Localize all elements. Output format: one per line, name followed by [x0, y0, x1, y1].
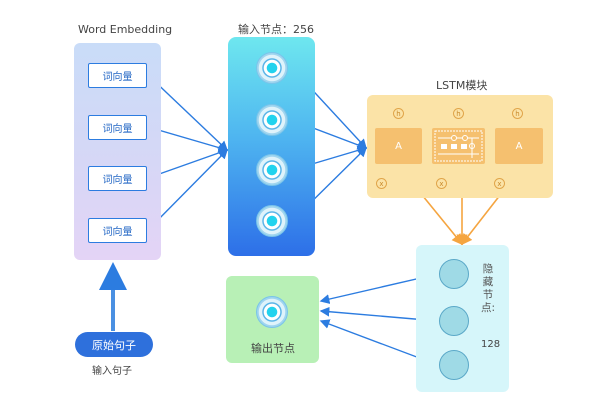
lstm-title: LSTM模块	[436, 79, 488, 92]
arrow-vector-4-to-input	[147, 149, 228, 231]
word-vector-2: 词向量	[88, 115, 147, 140]
hidden-node-2	[439, 306, 469, 336]
input-nodes-title: 输入节点：256	[238, 23, 314, 36]
arrow-lstm-to-hidden-3	[461, 189, 505, 246]
input-node-2	[256, 104, 288, 136]
word-vector-4: 词向量	[88, 218, 147, 243]
word-vector-1: 词向量	[88, 63, 147, 88]
word-vector-3: 词向量	[88, 166, 147, 191]
input-node-4	[256, 205, 288, 237]
input-sentence-label: 输入句子	[92, 366, 132, 377]
hidden-node-1	[439, 259, 469, 289]
lstm-input-gate-3: x	[494, 178, 505, 189]
lstm-cell-right: A	[495, 128, 543, 164]
source-sentence-button[interactable]: 原始句子	[75, 332, 153, 357]
lstm-output-gate-3: h	[512, 108, 523, 119]
lstm-cell-left: A	[375, 128, 422, 164]
lstm-input-gate-1: x	[376, 178, 387, 189]
arrow-vector-1-to-input	[147, 74, 229, 151]
lstm-input-gate-2: x	[436, 178, 447, 189]
output-node	[256, 296, 288, 328]
word-embedding-title: Word Embedding	[78, 23, 173, 36]
hidden-nodes-count: 128	[481, 339, 501, 350]
lstm-output-gate-1: h	[393, 108, 404, 119]
arrow-lstm-to-hidden-1	[417, 189, 464, 246]
hidden-nodes-title: 隐藏节点:	[481, 263, 496, 314]
lstm-internal-gates-icon	[434, 130, 483, 162]
input-node-3	[256, 154, 288, 186]
lstm-cell-middle	[432, 128, 485, 164]
arrow-vector-3-to-input	[147, 148, 229, 179]
lstm-output-gate-2: h	[453, 108, 464, 119]
arrow-vector-2-to-input	[147, 126, 229, 153]
input-node-1	[256, 52, 288, 84]
output-node-label: 输出节点	[251, 342, 295, 355]
hidden-node-3	[439, 350, 469, 380]
